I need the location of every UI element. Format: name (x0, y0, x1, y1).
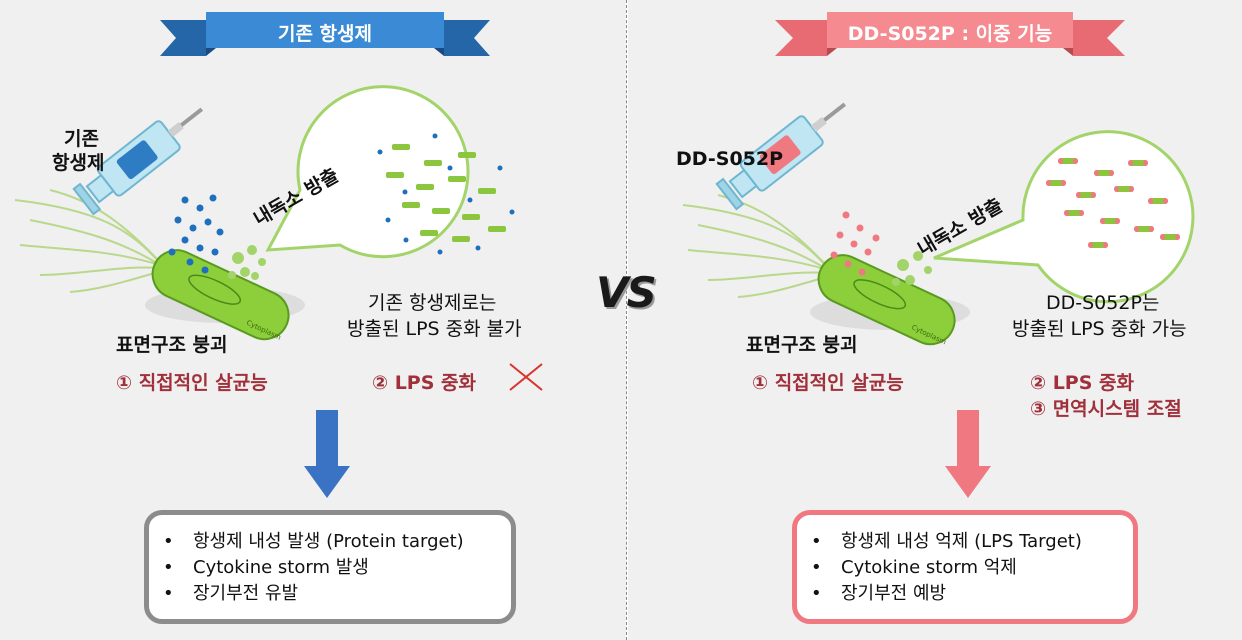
left-bubble-caption-2: 방출된 LPS 중화 불가 (347, 318, 522, 340)
right-effect-2: ② LPS 중화 (1030, 372, 1134, 394)
left-result-box: •항생제 내성 발생 (Protein target) •Cytokine st… (144, 510, 516, 624)
left-syringe-label-2: 항생제 (52, 152, 105, 174)
left-surface-label: 표면구조 붕괴 (116, 334, 228, 356)
left-down-arrow (304, 410, 350, 498)
right-bubble-caption-2: 방출된 LPS 중화 가능 (1012, 318, 1187, 340)
right-bubble-caption-1: DD-S052P는 (1046, 292, 1160, 314)
right-result-item: •장기부전 예방 (811, 583, 947, 604)
left-syringe-label-1: 기존 (64, 128, 99, 150)
left-result-item: •Cytokine storm 발생 (163, 557, 369, 578)
right-effect-3: ③ 면역시스템 조절 (1030, 398, 1182, 420)
left-effect-1: ① 직접적인 살균능 (116, 372, 268, 394)
right-result-box: •항생제 내성 억제 (LPS Target) •Cytokine storm … (792, 510, 1138, 624)
right-result-item: •Cytokine storm 억제 (811, 557, 1017, 578)
left-effect-2: ② LPS 중화 (372, 372, 476, 394)
right-result-item: •항생제 내성 억제 (LPS Target) (811, 531, 1082, 552)
left-result-item: •장기부전 유발 (163, 583, 299, 604)
left-syringe-icon (72, 107, 204, 216)
left-cross-icon (509, 363, 543, 391)
right-syringe-icon (715, 102, 847, 211)
left-banner (160, 12, 490, 56)
right-banner (775, 12, 1125, 56)
right-banner-title: DD-S052P : 이중 기능 (847, 23, 1053, 45)
right-syringe-label: DD-S052P (676, 148, 784, 170)
left-banner-title: 기존 항생제 (277, 23, 372, 45)
left-bubble-caption-1: 기존 항생제로는 (368, 292, 497, 314)
left-illustration: Cytoplasm (14, 85, 515, 342)
right-surface-label: 표면구조 붕괴 (746, 334, 858, 356)
center-divider (626, 0, 627, 640)
vs-label: VS (596, 268, 657, 317)
right-effect-1: ① 직접적인 살균능 (752, 372, 904, 394)
left-result-item: •항생제 내성 발생 (Protein target) (163, 531, 464, 552)
right-illustration: Cytoplasm (682, 102, 1195, 346)
right-down-arrow (945, 410, 991, 498)
